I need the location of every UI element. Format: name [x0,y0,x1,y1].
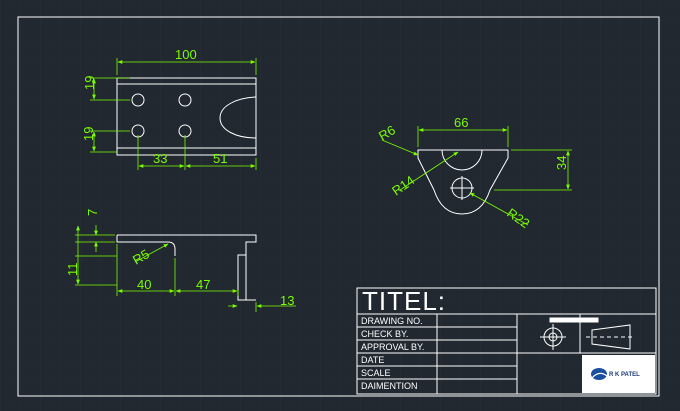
title-row-scale: SCALE [361,368,391,378]
side-view-bottom-flange [116,235,176,256]
hole-top-left [131,93,145,107]
drawing-border [17,16,660,397]
projection-cone-icon [591,324,631,350]
title-row-check-by: CHECK BY. [361,329,408,339]
title-row-dimension: DAIMENTION [361,381,418,391]
dim-end-height: 34 [554,156,569,170]
company-logo: R K PATEL [582,355,655,393]
dim-top-height-1: 19 [82,76,97,90]
dim-end-width: 66 [454,115,468,130]
top-view-dimensions [90,58,257,170]
dim-hole-spacing-1: 33 [153,151,167,166]
end-view-top-slot [441,149,483,171]
dim-side-length-1: 40 [137,277,151,292]
title-row-drawing-no: DRAWING NO. [361,316,423,326]
dim-side-length-2: 47 [196,277,210,292]
title-block-title: TITEL: [362,286,446,316]
dim-bend-radius: R5 [130,246,152,267]
end-view-dimensions [381,126,572,226]
top-view-slot [219,96,257,139]
end-view-outline [417,149,509,215]
title-row-date: DATE [361,355,384,365]
dim-flange-thickness: 13 [280,293,294,308]
logo-text: R K PATEL [609,372,640,378]
dim-top-height-2: 19 [81,127,96,141]
top-view [116,77,257,156]
dim-hole-spacing-2: 51 [213,151,227,166]
top-view-outline [116,77,257,156]
side-view-dimensions [75,225,296,312]
dim-side-thickness: 7 [85,209,100,216]
title-row-approval-by: APPROVAL BY. [361,342,424,352]
title-block [356,287,657,395]
projection-symbol [540,317,634,350]
dim-end-radius-small: R6 [376,122,398,143]
end-view [417,149,509,215]
dim-side-flange-height: 11 [65,263,80,277]
hole-top-right [178,93,192,107]
dim-top-width: 100 [175,47,197,62]
